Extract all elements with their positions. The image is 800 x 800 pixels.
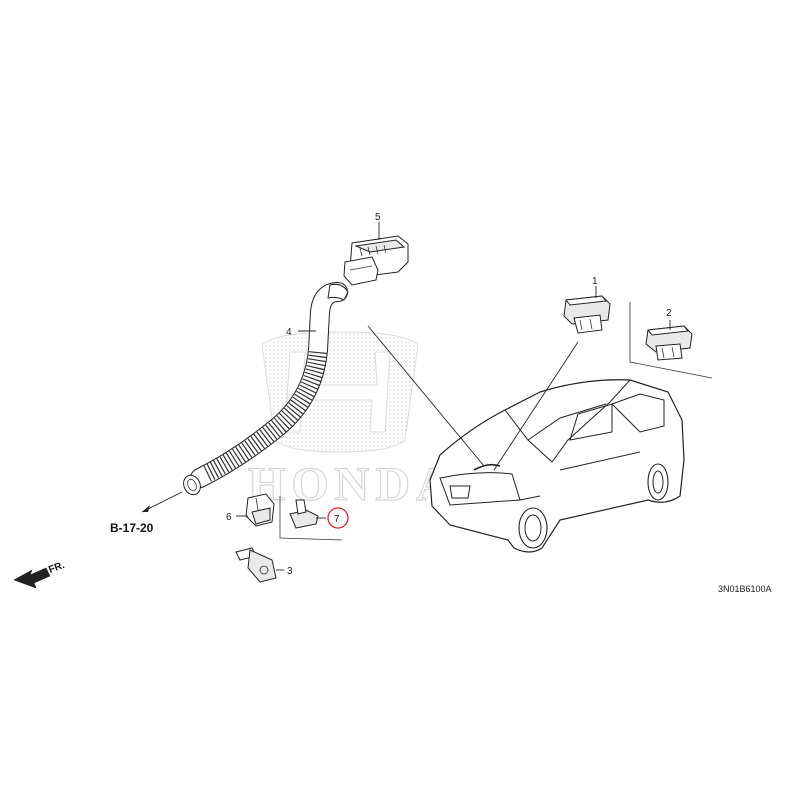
callout-5[interactable]: 5 (375, 212, 381, 223)
part-6-clip[interactable] (245, 493, 275, 527)
callout-1[interactable]: 1 (592, 276, 598, 287)
part-5-connector[interactable] (343, 235, 409, 286)
honda-h-emblem (261, 331, 419, 453)
part-3-sensor[interactable] (235, 547, 277, 583)
part-2-switch[interactable] (645, 325, 693, 361)
part-1-switch[interactable] (563, 295, 611, 334)
callout-7[interactable]: 7 (334, 514, 340, 525)
part-2-bracket-line (629, 302, 713, 379)
callout-3[interactable]: 3 (287, 566, 293, 577)
part-7-clip[interactable] (289, 499, 319, 529)
callout-4[interactable]: 4 (286, 327, 292, 338)
callout-2[interactable]: 2 (666, 308, 672, 319)
front-direction-label: FR. (47, 560, 66, 576)
diagram-code: 3N01B6100A (718, 584, 772, 594)
watermark-text: HONDA (248, 458, 457, 511)
vehicle-illustration (429, 379, 685, 553)
part-6-7-bracket-line (279, 496, 343, 541)
callout-7-highlight-circle (327, 507, 349, 529)
callout-6[interactable]: 6 (226, 512, 232, 523)
reference-arrow (141, 491, 183, 513)
front-direction-arrow (13, 567, 51, 589)
honda-watermark: HONDA (247, 331, 457, 512)
leader-switch-to-vehicle (493, 341, 579, 471)
leader-lines (236, 222, 671, 571)
reference-label-b-17-20[interactable]: B-17-20 (110, 521, 154, 535)
leader-hose-to-vehicle (367, 325, 485, 467)
part-4-corrugated-hose[interactable] (181, 282, 349, 497)
